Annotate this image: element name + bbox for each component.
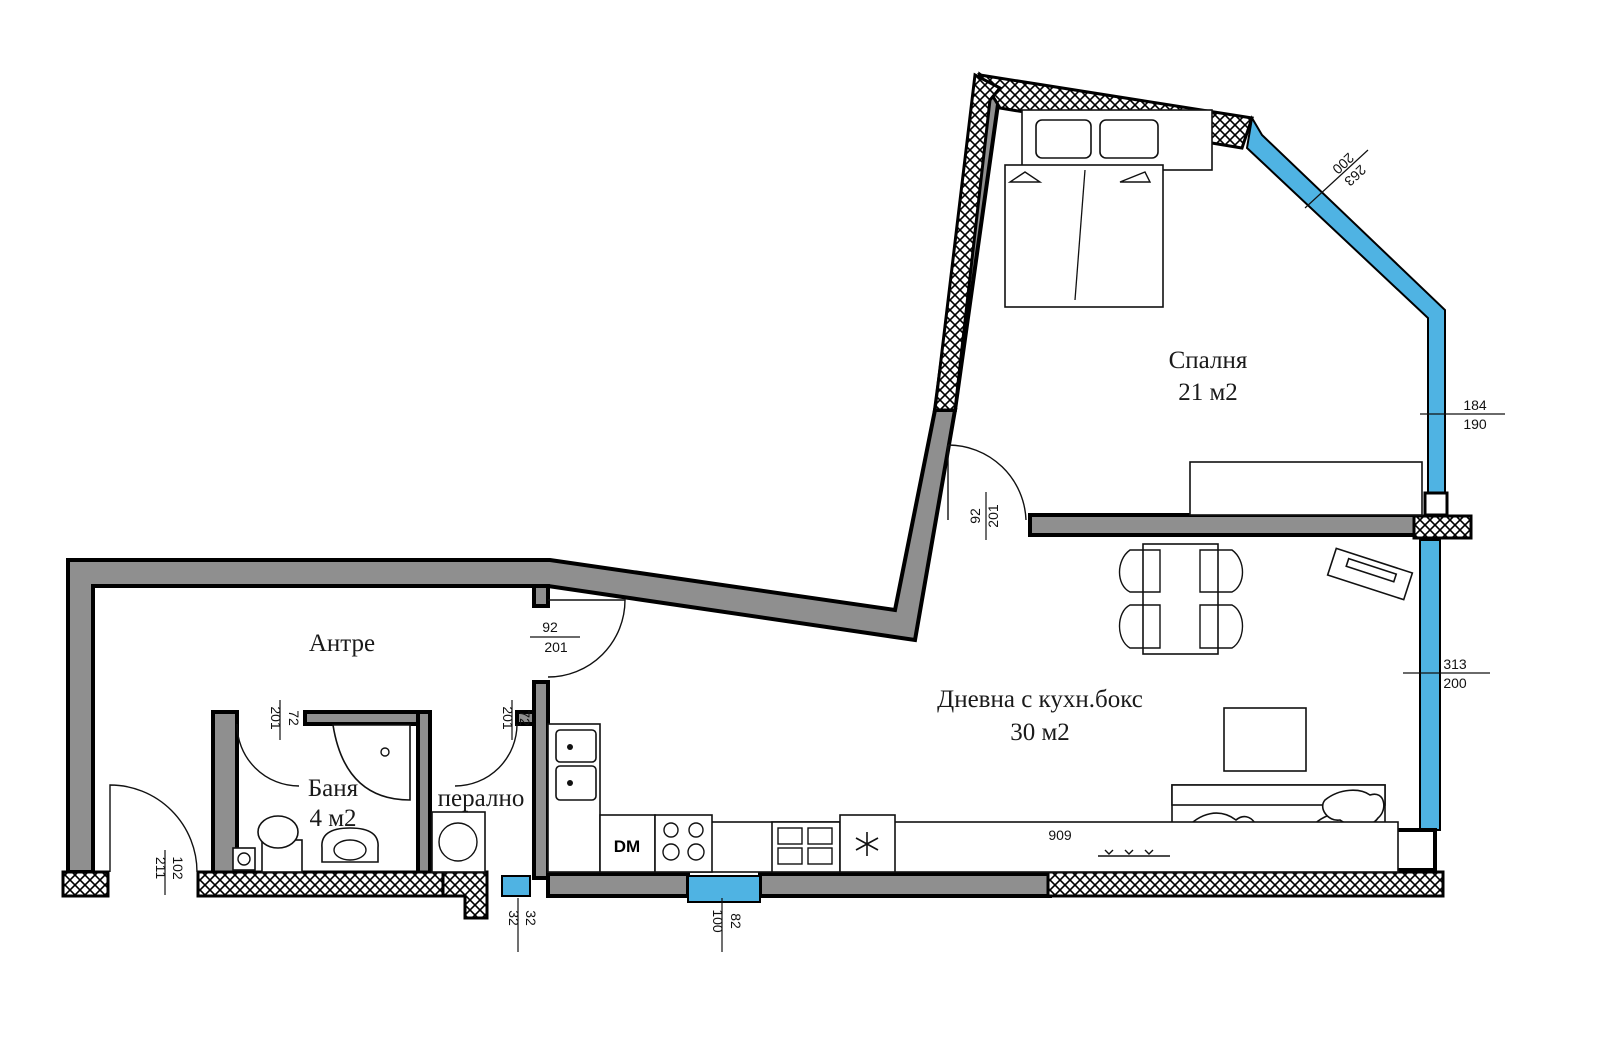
bath-area: 4 м2	[309, 805, 356, 832]
laundry-top-jamb	[515, 710, 536, 726]
laundry-door-swing	[454, 723, 518, 787]
coffee-table	[1223, 707, 1307, 772]
dim-window-c-top: 184	[1463, 397, 1487, 413]
bed	[1004, 109, 1213, 308]
hall-label: Антре	[309, 630, 375, 657]
hall-door-swing	[547, 599, 626, 678]
dim-kitchen-window-a: 82	[728, 913, 744, 929]
bath-fixtures	[232, 724, 486, 873]
dim-small-window-a: 32	[523, 910, 539, 926]
dim-living-window-top: 313	[1443, 656, 1467, 672]
dim-laundry-door-width: 72	[517, 710, 533, 726]
bath-door-swing	[236, 723, 300, 787]
bedroom-area: 21 м2	[1178, 379, 1238, 406]
dim-bedroom-door-width: 92	[967, 508, 983, 524]
laundry-bottom-wall	[441, 870, 489, 920]
dim-laundry-door-height: 201	[500, 706, 516, 730]
bedroom-label: Спалня	[1169, 347, 1248, 374]
window-post-bottom	[1393, 828, 1437, 872]
laundry-label: перално	[438, 785, 525, 812]
wardrobe	[1189, 461, 1423, 516]
dimension-lines	[164, 149, 1505, 952]
dim-bedroom-door-height: 201	[985, 504, 1001, 528]
hall-door-jamb	[532, 584, 550, 608]
kitchen-counter: DM	[547, 723, 1399, 873]
entry-door-swing	[109, 784, 198, 873]
dim-small-window-b: 32	[506, 910, 522, 926]
dim-window-c-bottom: 190	[1463, 416, 1487, 432]
dim-entry-door-height: 211	[153, 857, 169, 880]
bath-top-wall	[303, 710, 432, 726]
bedroom-door-swing	[947, 444, 1027, 521]
bedroom-left-hatched	[933, 72, 1003, 412]
laundry-window	[501, 875, 531, 897]
tv-unit	[1326, 547, 1414, 601]
living-label: Дневна с кухн.бокс	[937, 686, 1143, 713]
dim-bath-door-height: 201	[268, 706, 284, 730]
living-window	[1419, 539, 1441, 831]
windows	[501, 115, 1449, 903]
doors	[109, 444, 1027, 873]
entry-left-hatch	[61, 870, 110, 898]
living-bottom-wall	[1046, 870, 1445, 898]
dim-hall-door-width: 92	[542, 619, 558, 635]
kitchen-left-wall	[532, 680, 550, 880]
bath-laundry-wall	[416, 710, 432, 882]
dim-kitchen-window-b: 100	[710, 909, 726, 933]
bottom-wall-kitchen	[546, 872, 690, 898]
dim-entry-door-width: 102	[170, 856, 186, 880]
bedroom-partition-wall	[1028, 513, 1417, 537]
pillow-left	[1035, 119, 1092, 159]
dim-living-window-bottom: 200	[1443, 675, 1467, 691]
bottom-wall-living	[758, 872, 1052, 898]
washing-machine	[431, 811, 486, 873]
cooktop	[654, 814, 713, 873]
dim-bath-door-width: 72	[286, 710, 302, 726]
partition-end-hatch	[1412, 514, 1473, 540]
bath-bottom-wall	[196, 870, 445, 898]
kitchen-window	[687, 875, 761, 903]
shower-tray	[332, 724, 411, 801]
living-area: 30 м2	[1010, 719, 1070, 746]
dim-hall-door-height: 201	[544, 639, 568, 655]
pillow-right	[1099, 119, 1159, 159]
window-post-top	[1423, 491, 1449, 517]
dim-counter-length: 909	[1048, 827, 1072, 843]
dishwasher-label: DM	[614, 837, 640, 856]
dining-set	[1118, 543, 1244, 655]
bath-label: Баня	[308, 775, 359, 802]
